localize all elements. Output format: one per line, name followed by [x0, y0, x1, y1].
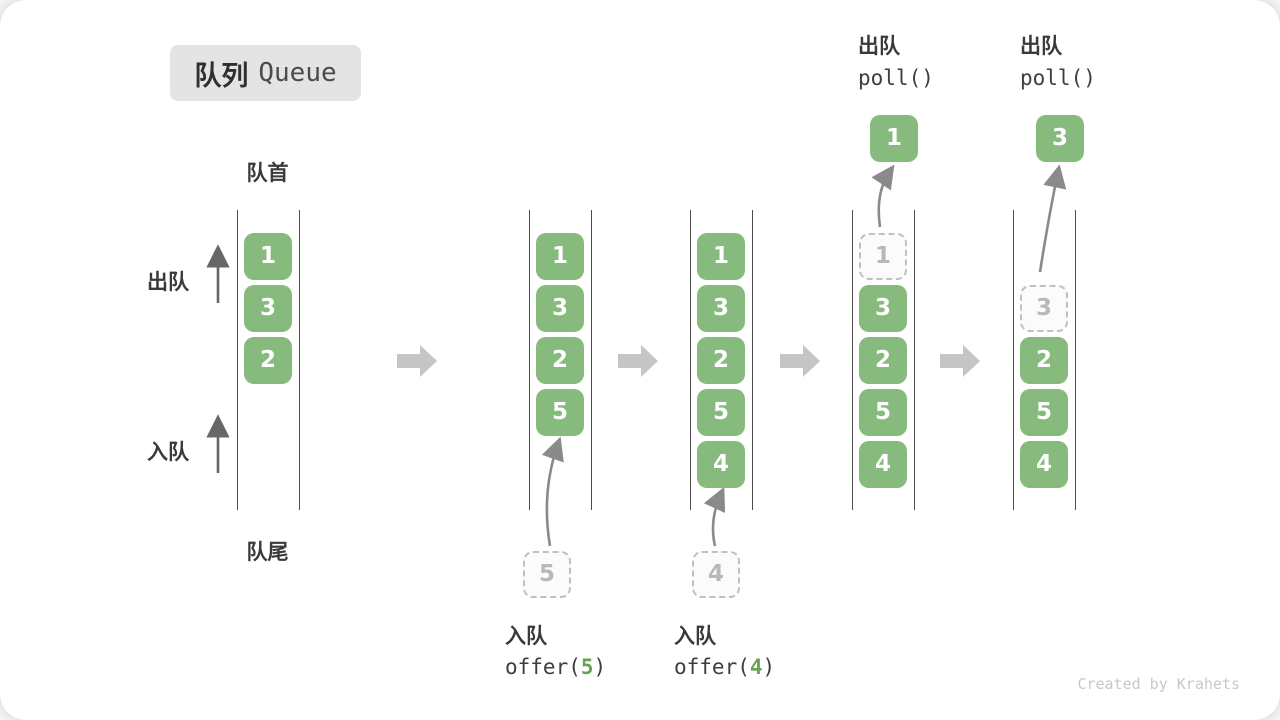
- queue-block: 1: [244, 233, 292, 280]
- queue-block: 1: [697, 233, 745, 280]
- queue-block: 5: [1020, 389, 1068, 436]
- queue-state-4: 1 3 2 5 4: [852, 210, 915, 510]
- enqueue-op-label: 入队: [505, 624, 547, 648]
- queue-block: 3: [859, 285, 907, 332]
- enqueue-value-box: 5: [523, 551, 571, 598]
- queue-block: 2: [244, 337, 292, 384]
- queue-state-3: 1 3 2 5 4: [690, 210, 753, 510]
- queue-block: 2: [1020, 337, 1068, 384]
- offer-code-label: offer(5): [505, 655, 606, 679]
- popped-block: 1: [870, 115, 918, 162]
- code-post: ): [762, 655, 776, 679]
- state-transition-arrow-icon: [618, 345, 658, 377]
- code-post: ): [593, 655, 607, 679]
- title-badge: 队列 Queue: [170, 45, 361, 101]
- queue-block: 2: [697, 337, 745, 384]
- queue-state-1: 1 3 2: [237, 210, 300, 510]
- watermark: Created by Krahets: [1077, 675, 1240, 693]
- queue-block: 2: [859, 337, 907, 384]
- queue-block-ghost: 1: [859, 233, 907, 280]
- title-zh: 队列: [194, 60, 249, 92]
- popped-block: 3: [1036, 115, 1084, 162]
- code-arg: 5: [580, 655, 594, 679]
- queue-block: 3: [697, 285, 745, 332]
- dequeue-side-label: 出队: [147, 270, 189, 294]
- queue-state-5: 3 2 5 4: [1013, 210, 1076, 510]
- enqueue-value-box: 4: [692, 551, 740, 598]
- code-pre: offer(: [674, 655, 750, 679]
- queue-block: 5: [536, 389, 584, 436]
- queue-slot-empty: [1020, 233, 1068, 280]
- code-pre: offer(: [505, 655, 581, 679]
- queue-front-label: 队首: [246, 161, 289, 185]
- dequeue-op-label: 出队: [1020, 34, 1062, 58]
- code-arg: 4: [749, 655, 763, 679]
- enqueue-op-label: 入队: [674, 624, 716, 648]
- queue-state-2: 1 3 2 5: [529, 210, 592, 510]
- poll-code-label: poll(): [1020, 66, 1096, 90]
- queue-block: 5: [859, 389, 907, 436]
- queue-block: 3: [536, 285, 584, 332]
- dequeue-op-label: 出队: [858, 34, 900, 58]
- offer-code-label: offer(4): [674, 655, 775, 679]
- queue-block: 3: [244, 285, 292, 332]
- queue-block: 4: [859, 441, 907, 488]
- queue-rear-label: 队尾: [246, 540, 289, 564]
- queue-block: 4: [697, 441, 745, 488]
- queue-block: 4: [1020, 441, 1068, 488]
- state-transition-arrow-icon: [780, 345, 820, 377]
- enqueue-side-label: 入队: [147, 440, 189, 464]
- title-en: Queue: [258, 58, 337, 88]
- queue-block: 1: [536, 233, 584, 280]
- queue-block: 2: [536, 337, 584, 384]
- state-transition-arrow-icon: [940, 345, 980, 377]
- queue-block: 5: [697, 389, 745, 436]
- poll-code-label: poll(): [858, 66, 934, 90]
- queue-block-ghost: 3: [1020, 285, 1068, 332]
- state-transition-arrow-icon: [397, 345, 437, 377]
